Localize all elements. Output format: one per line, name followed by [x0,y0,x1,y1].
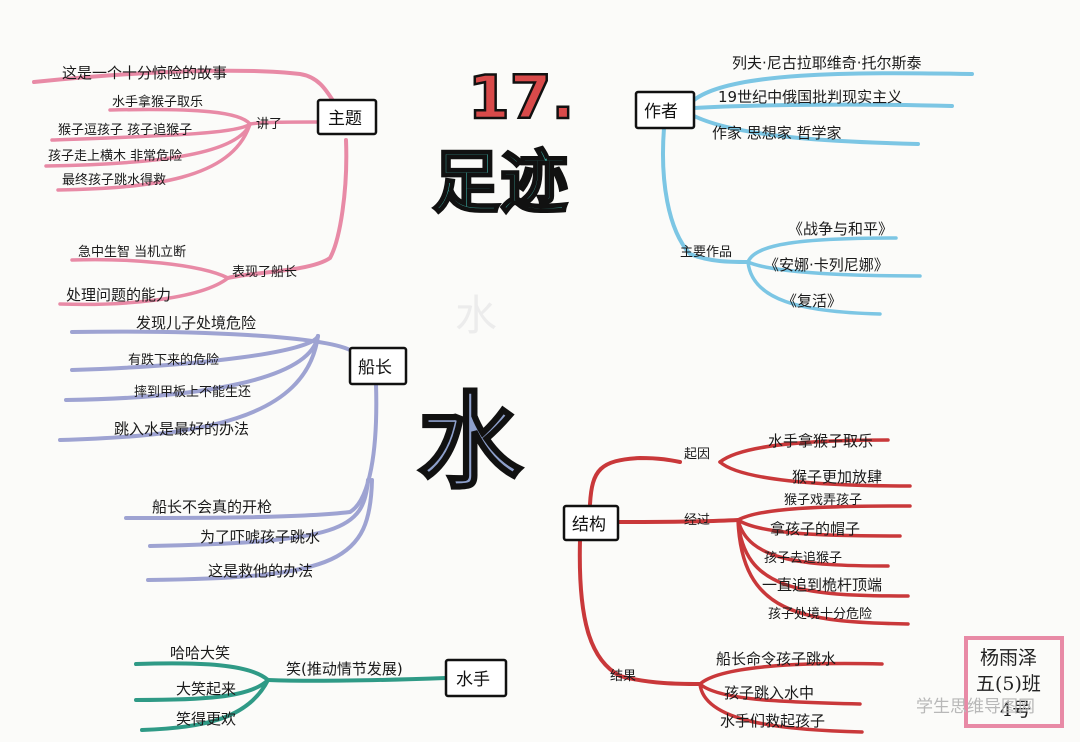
structure-start-item: 水手拿猴子取乐 [768,432,873,450]
captain-item: 有跌下来的危险 [128,352,219,368]
structure-process-item: 猴子戏弄孩子 [784,493,862,508]
structure-label: 结构 [572,515,606,535]
structure-process-item: 拿孩子的帽子 [770,520,860,538]
theme-sub-item: 最终孩子跳水得救 [62,172,166,188]
theme-box [316,98,378,136]
captain-item: 跳入水是最好的办法 [114,420,249,438]
sailor-item: 哈哈大笑 [170,644,230,662]
author-work: 《复活》 [782,292,842,310]
author-stamp: 杨雨泽 五(5)班 4号 [964,636,1064,728]
structure-start-label: 起因 [684,447,710,462]
watermark: 学生思维导图网 [916,697,1035,717]
theme-show-item: 急中生智 当机立断 [78,245,186,260]
structure-box [562,504,620,542]
theme-sub-item: 猴子逗孩子 孩子追猴子 [58,122,192,138]
captain-label: 船长 [358,358,392,378]
author-item: 列夫·尼古拉耶维奇·托尔斯泰 [732,54,922,72]
theme-sub-item: 水手拿猴子取乐 [112,94,203,110]
sailor-label: 水手 [456,670,490,690]
theme-sub-item: 孩子走上横木 非常危险 [48,149,182,164]
structure-end-item: 孩子跳入水中 [724,684,814,702]
theme-top-item: 这是一个十分惊险的故事 [62,64,227,82]
structure-process-label: 经过 [684,513,710,528]
structure-process-item: 一直追到桅杆顶端 [762,576,882,594]
stamp-line: 4号 [1000,699,1031,721]
author-item: 作家 思想家 哲学家 [712,124,842,142]
stamp-line: 杨雨泽 [980,647,1037,669]
sailor-branch: 水手 笑(推动情节发展) 哈哈大笑 大笑起来 笑得更欢 [134,644,508,732]
author-branch: 作者 列夫·尼古拉耶维奇·托尔斯泰 19世纪中俄国批判现实主义 作家 思想家 哲… [634,54,974,316]
theme-label: 主题 [328,109,362,129]
structure-process-item: 孩子去追猴子 [764,550,842,566]
center-character: 水 [418,381,523,503]
captain-box [348,346,408,386]
theme-sub-label: 讲了 [256,117,282,132]
captain-item: 为了吓唬孩子跳水 [200,528,320,546]
sailor-item: 笑得更欢 [176,710,236,728]
author-work: 《安娜·卡列尼娜》 [764,256,889,274]
structure-start-item: 猴子更加放肆 [792,468,882,486]
captain-item: 船长不会真的开枪 [152,498,272,516]
sailor-item: 大笑起来 [176,680,236,698]
captain-item: 摔到甲板上不能生还 [134,384,251,400]
theme-show-item: 处理问题的能力 [66,286,171,304]
theme-show-label: 表现了船长 [232,265,297,280]
structure-end-label: 结果 [610,669,636,684]
stamp-line: 五(5)班 [976,673,1041,695]
structure-process-item: 孩子处境十分危险 [768,607,872,622]
structure-end-item: 船长命令孩子跳水 [716,650,836,668]
sailor-link: 笑(推动情节发展) [286,660,403,678]
faint-background-character: 水 [455,291,497,340]
captain-item: 发现儿子处境危险 [136,314,256,332]
author-work: 《战争与和平》 [788,220,893,238]
author-box [634,90,696,130]
author-label: 作者 [644,102,678,122]
structure-branch: 结构 起因 水手拿猴子取乐 猴子更加放肆 经过 猴子戏弄孩子 拿孩子的帽子 孩子… [562,432,912,734]
author-item: 19世纪中俄国批判现实主义 [718,88,902,106]
captain-item: 这是救他的办法 [208,562,313,580]
sailor-box [444,658,508,698]
structure-end-item: 水手们救起孩子 [720,712,825,730]
title-number: 17. [468,63,574,133]
title-group: 17. 足迹 [431,62,576,225]
title-main: 足迹 [432,144,568,223]
theme-branch: 主题 这是一个十分惊险的故事 讲了 水手拿猴子取乐 猴子逗孩子 孩子追猴子 孩子… [32,64,378,307]
author-works-label: 主要作品 [680,245,732,260]
captain-branch: 船长 发现儿子处境危险 有跌下来的危险 摔到甲板上不能生还 跳入水是最好的办法 … [58,314,408,582]
